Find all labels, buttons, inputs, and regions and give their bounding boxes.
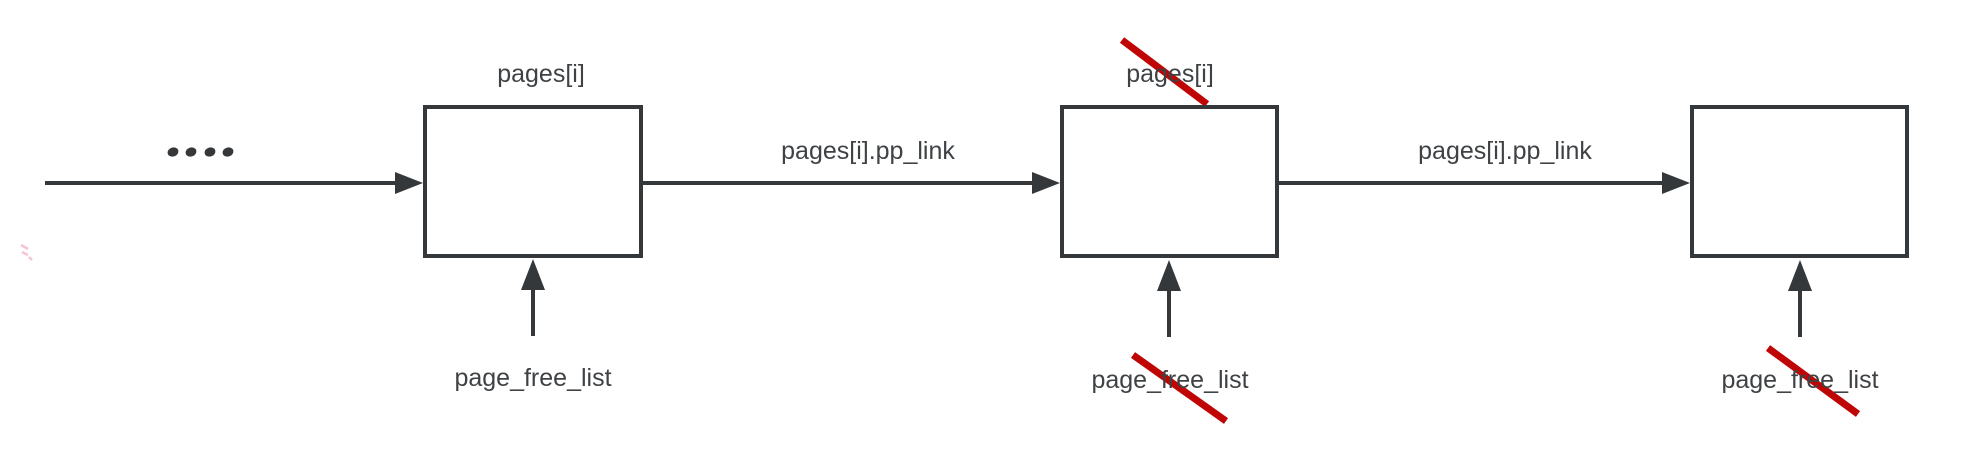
- strike-mark-free-list-3: [1765, 345, 1861, 417]
- ellipsis-dots-icon: [167, 147, 234, 157]
- pp-link-label-2: pages[i].pp_link: [1418, 137, 1592, 165]
- free-list-label-1: page_free_list: [454, 364, 612, 392]
- page-node-box-2: [1060, 105, 1279, 258]
- free-list-label-2: page_free_list: [1091, 366, 1249, 394]
- page-node-title-2: pages[i]: [1126, 60, 1214, 88]
- free-list-arrow-2: [1157, 260, 1181, 337]
- pp-link-label-1: pages[i].pp_link: [781, 137, 955, 165]
- strike-mark-box2-title: [1119, 37, 1210, 107]
- link-arrow-2: [1279, 172, 1690, 194]
- page-node-box-1: [423, 105, 643, 258]
- pink-scribble-artifact: [20, 243, 33, 261]
- free-list-arrow-3: [1788, 260, 1812, 337]
- free-list-arrow-1: [521, 259, 545, 336]
- strike-mark-free-list-2: [1130, 352, 1229, 424]
- page-node-title-1: pages[i]: [497, 60, 585, 88]
- link-arrow-1: [642, 172, 1060, 194]
- tail-arrow: [45, 172, 423, 194]
- page-node-box-3: [1690, 105, 1909, 258]
- free-list-label-3: page_free_list: [1721, 366, 1879, 394]
